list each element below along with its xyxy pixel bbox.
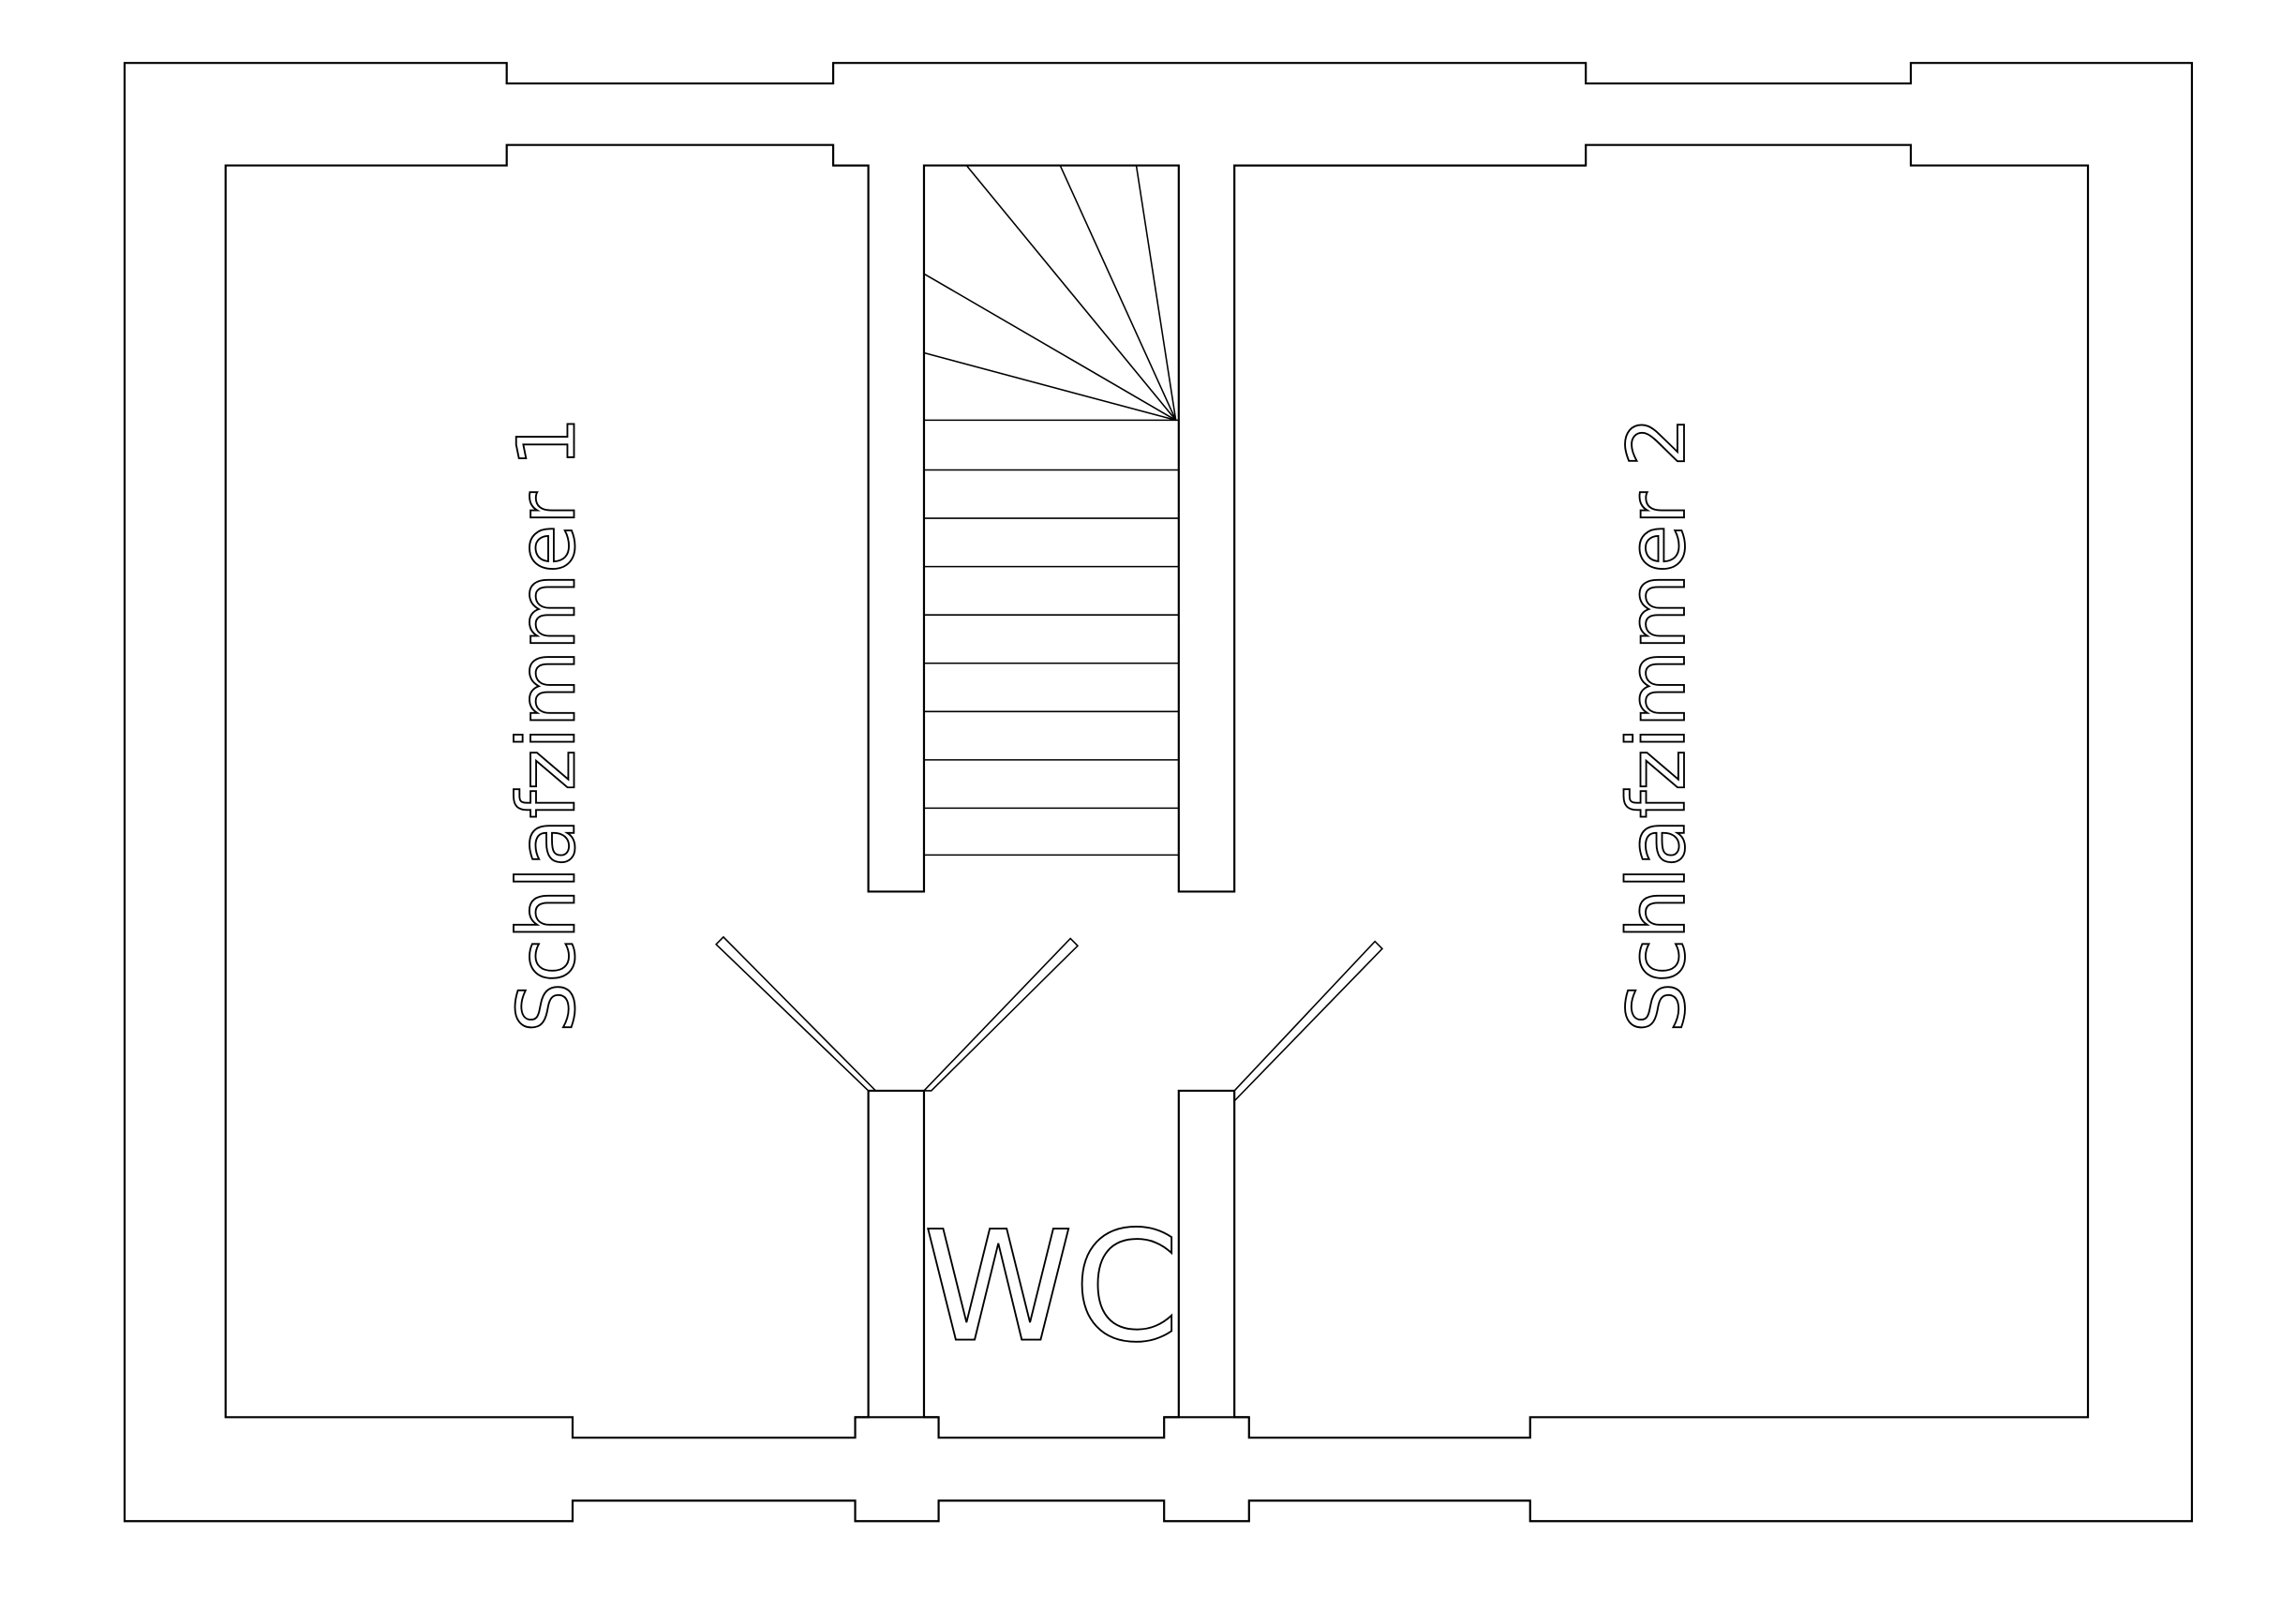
inner-wall [224, 143, 2090, 1439]
door-leaf-bedroom2[interactable] [1233, 940, 1384, 1103]
staircase [923, 165, 1179, 857]
winder-tread [923, 273, 1177, 422]
windows [833, 164, 1587, 1419]
outer-wall [123, 62, 2194, 1523]
winder-tread [923, 351, 1176, 422]
room-label-wc: WC [923, 1199, 1180, 1377]
winder-tread [1135, 165, 1177, 421]
doors [714, 935, 1384, 1103]
door-leaf-wc[interactable] [922, 937, 1080, 1092]
door-leaf-bedroom1[interactable] [714, 935, 878, 1092]
winder-tread [965, 165, 1177, 421]
room-label-bedroom2: Schlafzimmer 2 [1611, 417, 1703, 1033]
room-label-bedroom1: Schlafzimmer 1 [501, 417, 593, 1033]
winder-tread [1059, 165, 1177, 421]
